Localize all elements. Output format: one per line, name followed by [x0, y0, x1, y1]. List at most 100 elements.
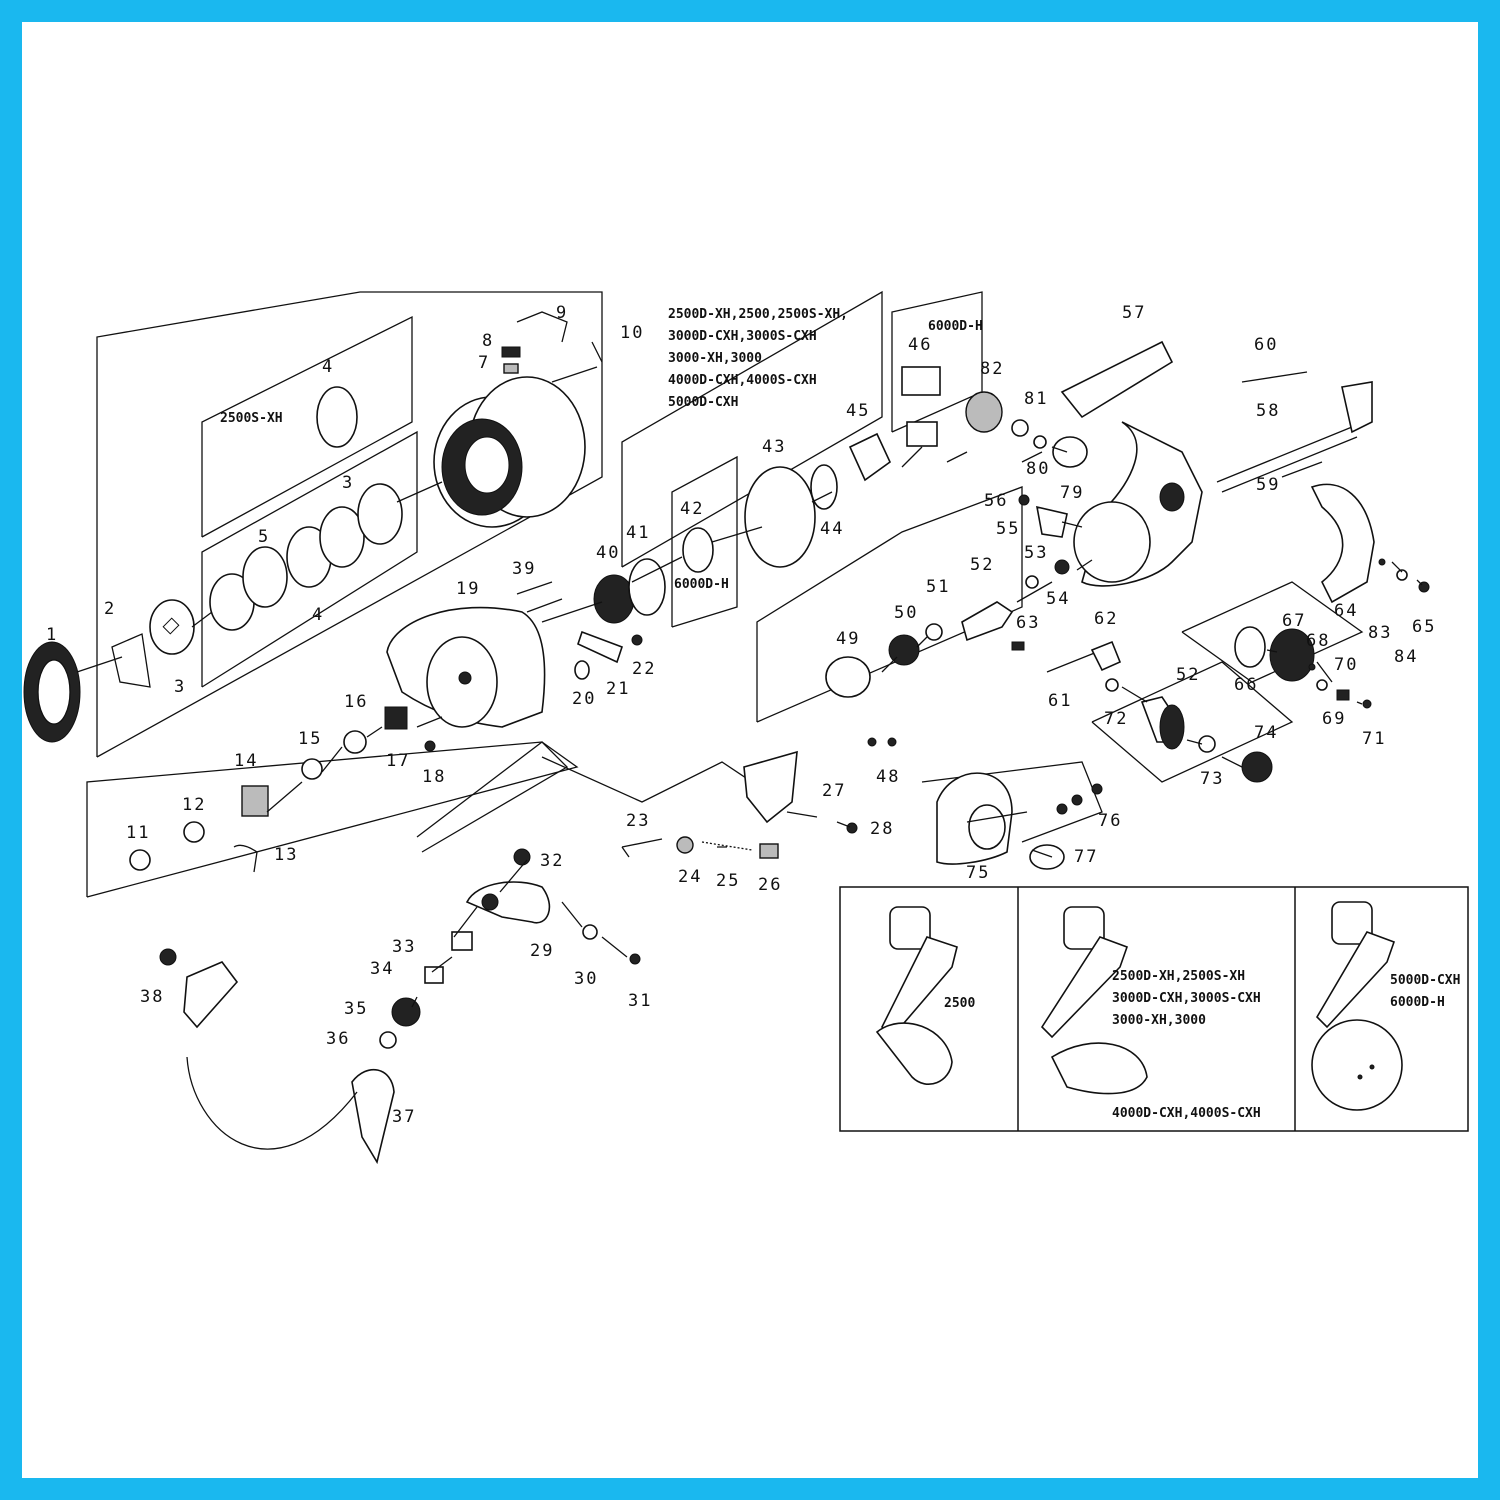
part-14 [241, 785, 269, 817]
callout: 55 [996, 519, 1020, 539]
note-6000d-h-mid: 6000D-H [674, 577, 729, 592]
callout: 75 [966, 863, 990, 883]
callout: 25 [716, 871, 740, 891]
callout: 41 [626, 523, 650, 543]
part-17 [384, 706, 408, 730]
note-models-1: 2500D-XH,2500,2500S-XH, [668, 307, 848, 322]
part-44 [810, 464, 838, 510]
part-12 [183, 821, 205, 843]
part-66 [1234, 626, 1266, 668]
part-79 [1052, 436, 1088, 468]
handle-mid-line-3: 3000-XH,3000 [1112, 1013, 1206, 1028]
callout: 31 [628, 991, 652, 1011]
callout: 60 [1254, 335, 1278, 355]
part-28 [846, 822, 858, 834]
handle-mid-line-1: 2500D-XH,2500S-XH [1112, 969, 1245, 984]
callout: 13 [274, 845, 298, 865]
part-11 [129, 849, 151, 871]
part-43 [744, 466, 816, 568]
part-49 [825, 656, 871, 698]
part-73 [1198, 735, 1216, 753]
callout: 76 [1098, 811, 1122, 831]
callout: 83 [1368, 623, 1392, 643]
callout: 22 [632, 659, 656, 679]
part-55 [1035, 505, 1068, 538]
note-models-5: 5000D-CXH [668, 395, 738, 410]
callout: 26 [758, 875, 782, 895]
handle-2500: 2500 [875, 906, 975, 1086]
part-46-bearing [906, 421, 938, 447]
handle-5000d-cxh: 5000D-CXH 6000D-H [1311, 901, 1460, 1111]
variant-notes: 2500S-XH 2500D-XH,2500,2500S-XH, 3000D-C… [220, 307, 983, 592]
callout: 35 [344, 999, 368, 1019]
callout: 57 [1122, 303, 1146, 323]
callout: 43 [762, 437, 786, 457]
callout: 58 [1256, 401, 1280, 421]
callout: 68 [1306, 631, 1330, 651]
callout: 23 [626, 811, 650, 831]
callout: 24 [678, 867, 702, 887]
part-4-washer-top [316, 386, 358, 448]
part-80 [1033, 435, 1047, 449]
handle-right-line-1: 5000D-CXH [1390, 973, 1460, 988]
part-62 [1090, 640, 1122, 672]
part-number-labels: 1 2 3 4 5 3 4 7 8 9 10 11 12 13 14 15 16… [46, 303, 1436, 1127]
callout: 2 [104, 599, 116, 619]
part-31 [629, 953, 641, 965]
callout: 77 [1074, 847, 1098, 867]
handle-variants-table: 2500 2500D-XH,2500S-XH 3000D-CXH,3000S-C… [839, 886, 1469, 1132]
part-23 [621, 838, 663, 858]
part-25-spring [701, 841, 753, 851]
callout: 42 [680, 499, 704, 519]
part-46b [901, 366, 941, 396]
callout: 40 [596, 543, 620, 563]
part-24 [676, 836, 694, 854]
part-72 [1105, 678, 1119, 692]
part-41 [628, 558, 666, 616]
part-67-gear [1269, 628, 1315, 682]
part-35 [391, 997, 421, 1027]
callout: 63 [1016, 613, 1040, 633]
handle-2500d-xh: 2500D-XH,2500S-XH 3000D-CXH,3000S-CXH 30… [1040, 906, 1261, 1121]
part-54 [1054, 559, 1070, 575]
callout: 29 [530, 941, 554, 961]
callout: 72 [1104, 709, 1128, 729]
part-22 [631, 634, 643, 646]
callout: 59 [1256, 475, 1280, 495]
callout: 15 [298, 729, 322, 749]
part-83 [1378, 558, 1386, 566]
callout: 3 [342, 473, 354, 493]
part-26 [759, 843, 779, 859]
callout: 65 [1412, 617, 1436, 637]
part-32 [513, 848, 531, 866]
note-6000d-h-top: 6000D-H [928, 319, 983, 334]
callout: 80 [1026, 459, 1050, 479]
part-58 [1216, 426, 1358, 493]
callout: 8 [482, 331, 494, 351]
callout: 53 [1024, 543, 1048, 563]
part-42 [682, 527, 714, 573]
part-76 [1091, 783, 1103, 795]
callout: 73 [1200, 769, 1224, 789]
handle-mid-line-2: 3000D-CXH,3000S-CXH [1112, 991, 1261, 1006]
callout: 33 [392, 937, 416, 957]
callout: 66 [1234, 675, 1258, 695]
callout: 61 [1048, 691, 1072, 711]
handle-mid-bottom: 4000D-CXH,4000S-CXH [1112, 1106, 1261, 1121]
part-64-cover [1310, 483, 1375, 604]
callout: 20 [572, 689, 596, 709]
bail-arm [183, 961, 239, 1029]
callout: 5 [258, 527, 270, 547]
part-40 [593, 574, 635, 624]
part-5-washer [242, 546, 288, 608]
part-8 [501, 346, 521, 358]
callout: 18 [422, 767, 446, 787]
bail-wire [186, 1056, 358, 1150]
callout: 51 [926, 577, 950, 597]
diagram-frame: 1 2 3 4 5 3 4 7 8 9 10 11 12 13 14 15 16… [22, 22, 1478, 1478]
callout: 67 [1282, 611, 1306, 631]
callout: 54 [1046, 589, 1070, 609]
note-2500s-xh: 2500S-XH [220, 411, 283, 426]
part-2-clip [111, 633, 151, 688]
callout: 21 [606, 679, 630, 699]
